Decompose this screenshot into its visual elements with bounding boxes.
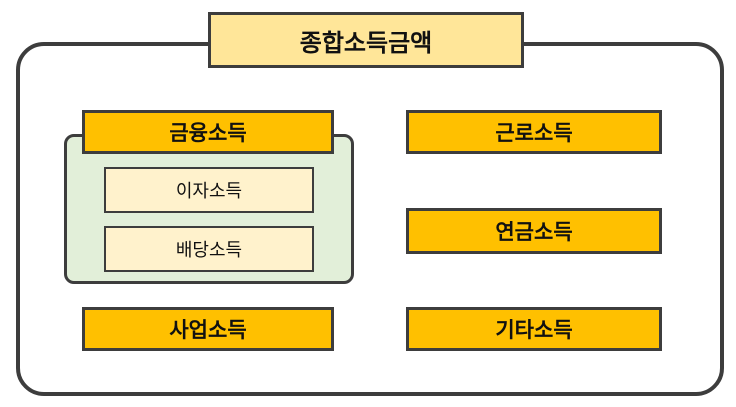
dividend-income-box: 배당소득 <box>104 226 314 272</box>
interest-income-box: 이자소득 <box>104 167 314 213</box>
aggregate-income-title: 종합소득금액 <box>208 12 524 68</box>
pension-income-box: 연금소득 <box>406 208 662 254</box>
labor-income-box: 근로소득 <box>406 110 662 154</box>
financial-income-box: 금융소득 <box>82 110 334 154</box>
other-income-box: 기타소득 <box>406 307 662 351</box>
business-income-box: 사업소득 <box>82 307 334 351</box>
